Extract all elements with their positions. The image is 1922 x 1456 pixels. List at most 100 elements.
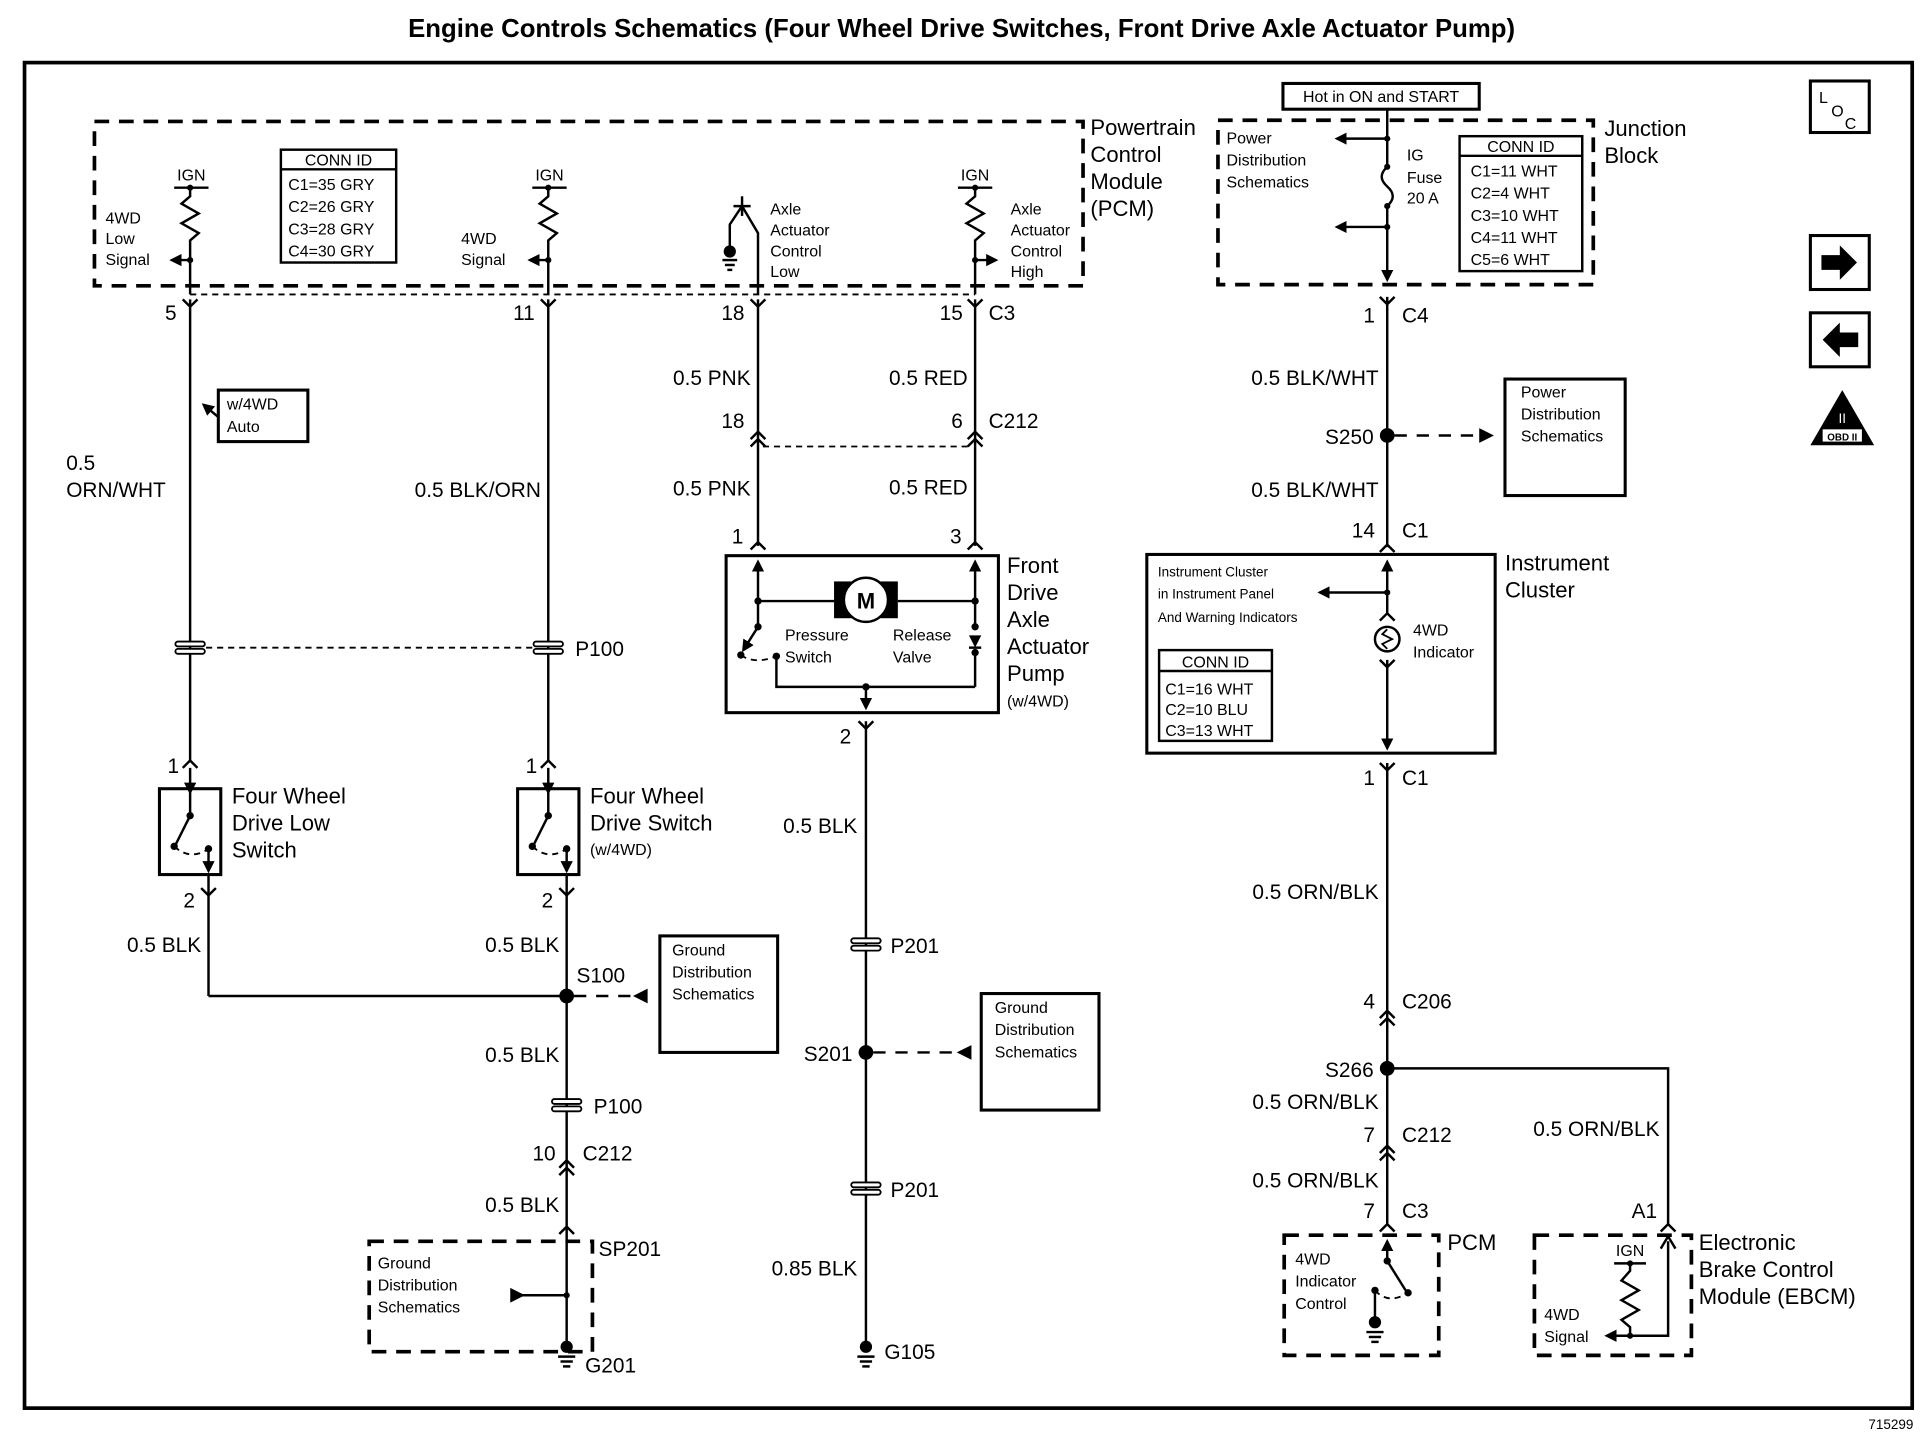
instrument-cluster: Instrument Cluster Instrument Cluster in… bbox=[1145, 550, 1609, 755]
pin-number: 1 bbox=[167, 755, 179, 778]
ref-label: Ground bbox=[378, 1255, 431, 1272]
splice-dot bbox=[858, 1045, 874, 1060]
pin-number: A1 bbox=[1632, 1200, 1657, 1223]
wire-pin18-pnk: 18 0.5 PNK 18 0.5 PNK 1 bbox=[673, 298, 767, 551]
circuit-label: 4WD bbox=[461, 231, 496, 248]
pin-number: 1 bbox=[732, 525, 744, 548]
pump-option: (w/4WD) bbox=[1007, 694, 1069, 711]
wire-label: 0.5 RED bbox=[889, 476, 968, 499]
pass-through-grommet-icon bbox=[850, 937, 882, 952]
obd-ii-icon[interactable]: II OBD II bbox=[1810, 390, 1875, 446]
circuit-label: Low bbox=[770, 264, 800, 281]
pass-through-grommet-icon bbox=[850, 1181, 882, 1196]
circuit-label: Signal bbox=[461, 252, 505, 269]
wire-label: ORN/WHT bbox=[66, 479, 166, 502]
option-note: Auto bbox=[227, 419, 260, 436]
ign-label: IGN bbox=[535, 167, 563, 184]
conn-id-row: C3=10 WHT bbox=[1471, 208, 1559, 225]
conn-id-row: C4=11 WHT bbox=[1471, 230, 1558, 247]
previous-page-arrow-icon[interactable] bbox=[1808, 311, 1871, 369]
ign-label: IGN bbox=[1616, 1243, 1644, 1260]
circuit-label: Axle bbox=[1011, 202, 1042, 219]
circuit-label: High bbox=[1011, 264, 1044, 281]
pin-number: 10 bbox=[532, 1142, 555, 1165]
ref-label: Schematics bbox=[672, 987, 754, 1004]
option-note: w/4WD bbox=[226, 397, 278, 414]
ground-symbol-icon bbox=[1366, 1330, 1384, 1344]
resistor-icon bbox=[1619, 1263, 1642, 1336]
wire-label: 0.5 PNK bbox=[673, 367, 751, 390]
wire-pin15-red: 15 C3 0.5 RED 6 C212 0.5 RED 3 bbox=[889, 298, 1038, 551]
pcm-bottom-label: 4WD bbox=[1295, 1252, 1330, 1269]
pcm-name-line: Powertrain bbox=[1090, 115, 1195, 140]
circuit-label: Control bbox=[1011, 243, 1062, 260]
fuse-icon bbox=[1380, 165, 1394, 208]
obd-label: OBD II bbox=[1827, 432, 1857, 443]
component-location-icon[interactable]: L O C bbox=[1808, 79, 1871, 135]
circuit-label: Control bbox=[770, 243, 821, 260]
wire-label: 0.85 BLK bbox=[772, 1258, 858, 1281]
ground-symbol-icon bbox=[558, 1355, 576, 1368]
instrument-cluster-name: Instrument bbox=[1505, 550, 1609, 575]
wire-pin11-blk-orn: 11 0.5 BLK/ORN bbox=[415, 298, 557, 761]
ground-distribution-ref-s201[interactable]: Ground Distribution Schematics bbox=[979, 992, 1101, 1112]
pin-number: 14 bbox=[1352, 519, 1375, 542]
wire-label: 0.5 ORN/BLK bbox=[1252, 881, 1378, 904]
ground-distribution-ref-s100[interactable]: Ground Distribution Schematics bbox=[658, 934, 780, 1054]
pin-number: 11 bbox=[513, 302, 535, 325]
wire-jb-to-instrument-cluster: 1 C4 0.5 BLK/WHT S250 0.5 BLK/WHT 14 C1 bbox=[1251, 296, 1494, 553]
p100-label: P100 bbox=[575, 638, 624, 661]
sp201-ground-distribution-box[interactable]: Ground Distribution Schematics bbox=[367, 1239, 595, 1354]
pin-number: 2 bbox=[542, 890, 554, 913]
wire-cluster-to-pcm-ebcm: 1 C1 0.5 ORN/BLK 4 C206 S266 0.5 ORN/BLK… bbox=[1252, 762, 1677, 1233]
connector-label: C4 bbox=[1402, 305, 1429, 328]
cluster-desc: Instrument Cluster bbox=[1158, 565, 1269, 580]
circuit-label: Actuator bbox=[770, 223, 830, 240]
s100-splice: S100 bbox=[208, 965, 648, 1004]
instrument-cluster-name: Cluster bbox=[1505, 577, 1575, 602]
conn-id-row: C2=26 GRY bbox=[288, 199, 374, 216]
wire-label: 0.5 PNK bbox=[673, 478, 751, 501]
ref-label: Ground bbox=[995, 1000, 1048, 1017]
wire-s100-to-g201: 0.5 BLK P100 10 C212 0.5 BLK SP201 bbox=[485, 1044, 661, 1261]
wire-label: 0.5 ORN/BLK bbox=[1252, 1091, 1378, 1114]
resistor-icon bbox=[964, 187, 987, 295]
splice-dot bbox=[559, 988, 575, 1004]
pin-number: 4 bbox=[1363, 990, 1375, 1013]
connector-label: C3 bbox=[1402, 1200, 1429, 1223]
document-id: 715299 bbox=[1868, 1417, 1913, 1432]
pressure-switch-label: Switch bbox=[785, 649, 832, 666]
splice-dot bbox=[1379, 428, 1395, 443]
g201-ground: G201 bbox=[558, 1340, 636, 1378]
power-distribution-ref-s250[interactable]: Power Distribution Schematics bbox=[1503, 377, 1627, 498]
fuse-label: 20 A bbox=[1407, 191, 1439, 208]
pin-number: 3 bbox=[950, 525, 962, 548]
loc-letter-o: O bbox=[1831, 104, 1843, 121]
ground-label: G201 bbox=[585, 1355, 636, 1378]
conn-id-row: C1=11 WHT bbox=[1471, 164, 1558, 181]
power-dist-label: Power bbox=[1227, 131, 1273, 148]
cluster-desc: And Warning Indicators bbox=[1158, 610, 1298, 625]
fuse-label: IG bbox=[1407, 148, 1424, 165]
four-wheel-drive-low-switch: 1 2 Four Wheel Drive Low Switch 0.5 BLK bbox=[127, 755, 346, 997]
cluster-desc: in Instrument Panel bbox=[1158, 587, 1274, 602]
pcm-axle-actuator-low-circuit: Axle Actuator Control Low bbox=[722, 196, 830, 295]
page-title: Engine Controls Schematics (Four Wheel D… bbox=[408, 15, 1515, 43]
p201-label: P201 bbox=[890, 935, 939, 958]
wire-label: 0.5 BLK bbox=[485, 1044, 559, 1067]
front-drive-axle-actuator-pump: M Pressure Switch Release Valve Front Dr… bbox=[724, 553, 1089, 715]
ebcm-name: Module (EBCM) bbox=[1699, 1284, 1856, 1309]
pcm-name-line: Control bbox=[1090, 142, 1161, 167]
conn-id-row: C2=10 BLU bbox=[1165, 702, 1248, 719]
indicator-lamp-icon bbox=[1373, 625, 1401, 653]
ground-label: G105 bbox=[884, 1341, 935, 1364]
pump-name: Drive bbox=[1007, 580, 1058, 605]
ebcm-label: 4WD bbox=[1544, 1307, 1579, 1324]
next-page-arrow-icon[interactable] bbox=[1808, 234, 1871, 292]
conn-id-row: C1=16 WHT bbox=[1165, 681, 1253, 698]
junction-block-name: Block bbox=[1604, 143, 1659, 168]
resistor-icon bbox=[537, 187, 560, 295]
ign-label: IGN bbox=[177, 167, 205, 184]
pin-number: 7 bbox=[1363, 1200, 1375, 1223]
connector-label: C1 bbox=[1402, 519, 1429, 542]
